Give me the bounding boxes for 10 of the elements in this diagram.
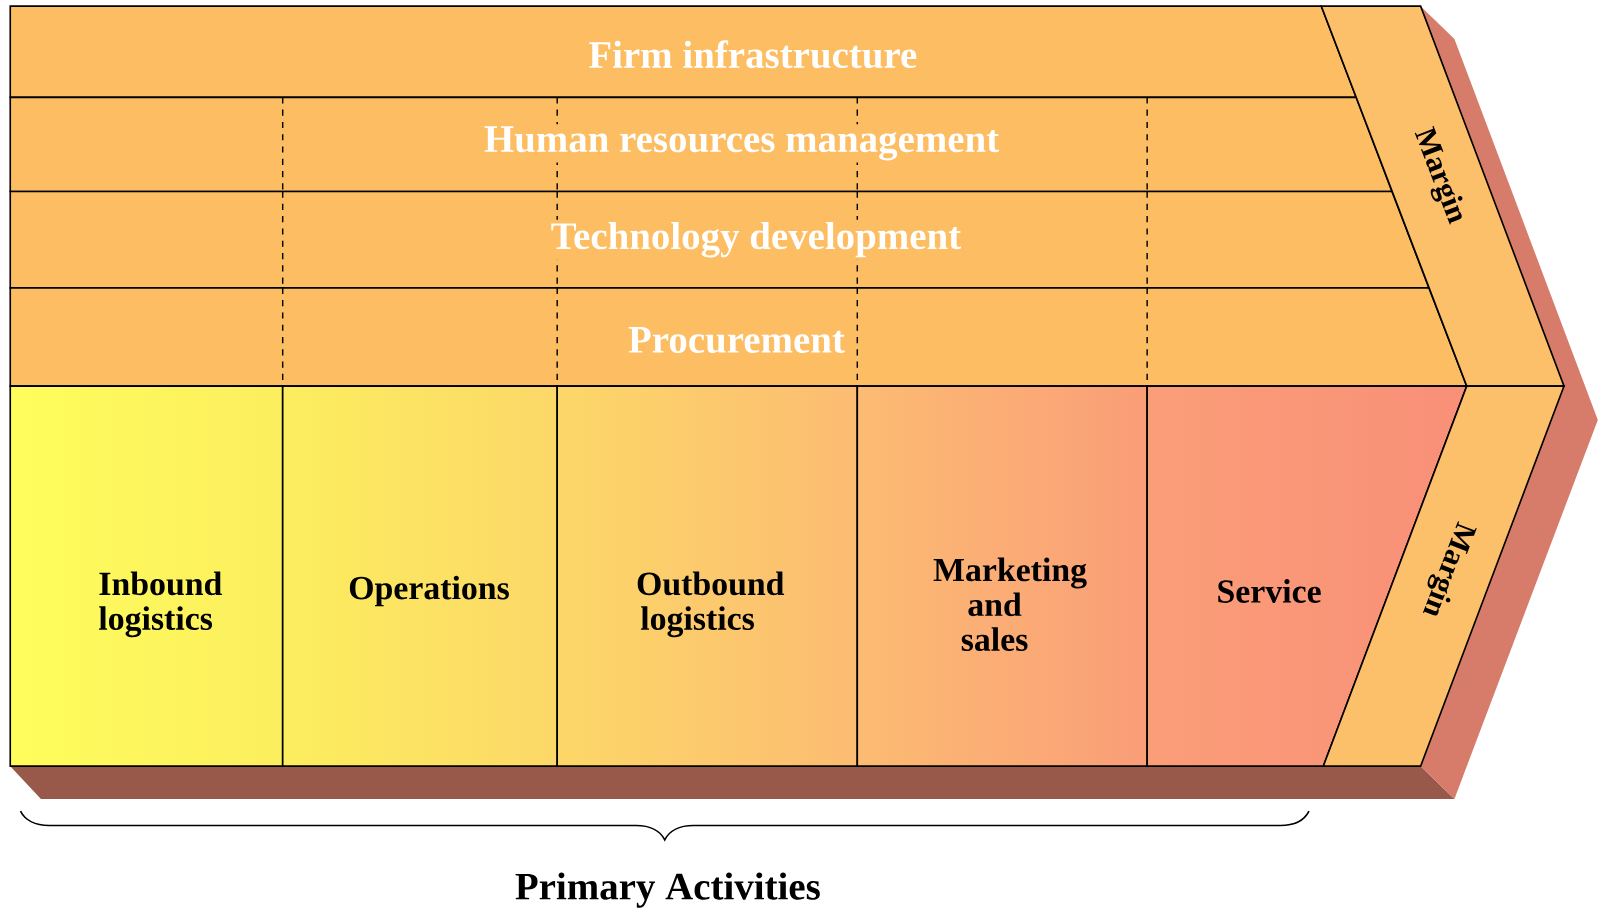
- margin-chevron: Margin: [1320, 5, 1566, 388]
- support-activity-band: Firm infrastructure: [9, 5, 1358, 99]
- support-activity-band: Procurement: [9, 287, 1468, 388]
- support-activity-band: Technology development: [9, 190, 1430, 289]
- support-activity-band: Human resources management: [9, 96, 1394, 193]
- primary-activity-cell: Operations: [281, 385, 559, 768]
- section-label: Primary Activities: [515, 872, 820, 908]
- primary-activity-cell: Inbound logistics: [9, 385, 284, 768]
- primary-activity-cell: Outbound logistics: [556, 385, 859, 768]
- primary-activity-cell: Marketing and sales: [856, 385, 1148, 768]
